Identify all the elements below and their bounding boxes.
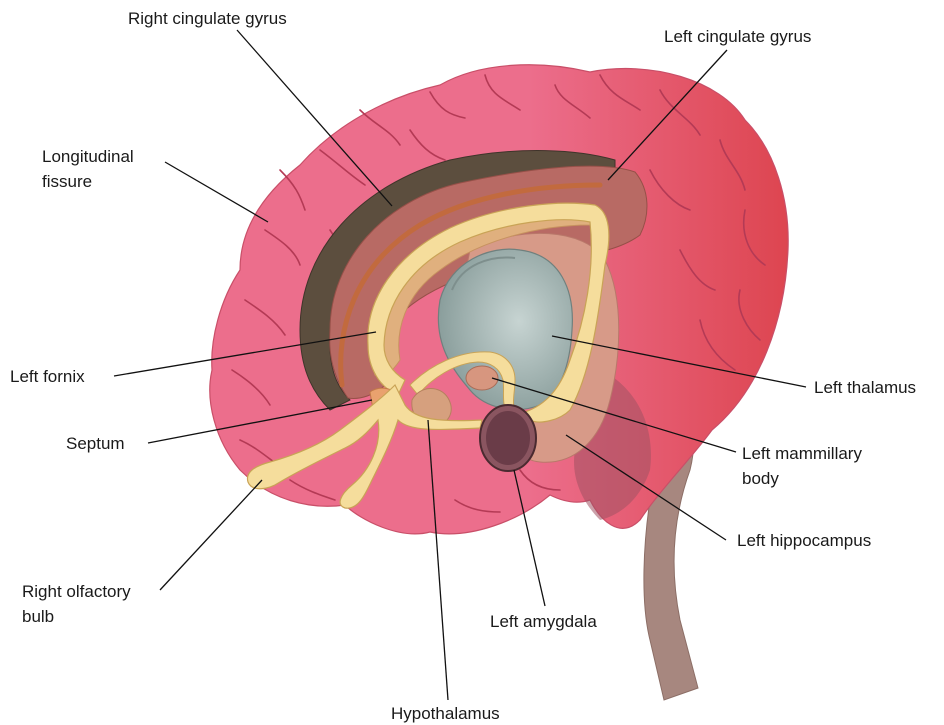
label-longitudinal-fissure: Longitudinal fissure	[42, 147, 138, 191]
leader-olfactory	[160, 480, 262, 590]
label-left-fornix: Left fornix	[10, 367, 85, 386]
amygdala-core	[486, 411, 530, 465]
label-right-olfactory-bulb-line1: Right olfactory	[22, 582, 131, 601]
label-left-amygdala: Left amygdala	[490, 612, 597, 631]
label-right-olfactory-bulb: Right olfactory bulb	[22, 582, 135, 626]
leader-longitudinal	[165, 162, 268, 222]
label-left-mammillary-body-line1: Left mammillary	[742, 444, 862, 463]
label-longitudinal-fissure-line1: Longitudinal	[42, 147, 134, 166]
label-left-hippocampus: Left hippocampus	[737, 531, 871, 550]
label-septum: Septum	[66, 434, 125, 453]
label-left-mammillary-body: Left mammillary body	[742, 444, 867, 488]
label-right-olfactory-bulb-line2: bulb	[22, 607, 54, 626]
label-left-cingulate-gyrus: Left cingulate gyrus	[664, 27, 811, 46]
label-hypothalamus: Hypothalamus	[391, 704, 500, 723]
label-right-cingulate-gyrus: Right cingulate gyrus	[128, 9, 287, 28]
label-longitudinal-fissure-line2: fissure	[42, 172, 92, 191]
label-left-mammillary-body-line2: body	[742, 469, 779, 488]
label-left-thalamus: Left thalamus	[814, 378, 916, 397]
